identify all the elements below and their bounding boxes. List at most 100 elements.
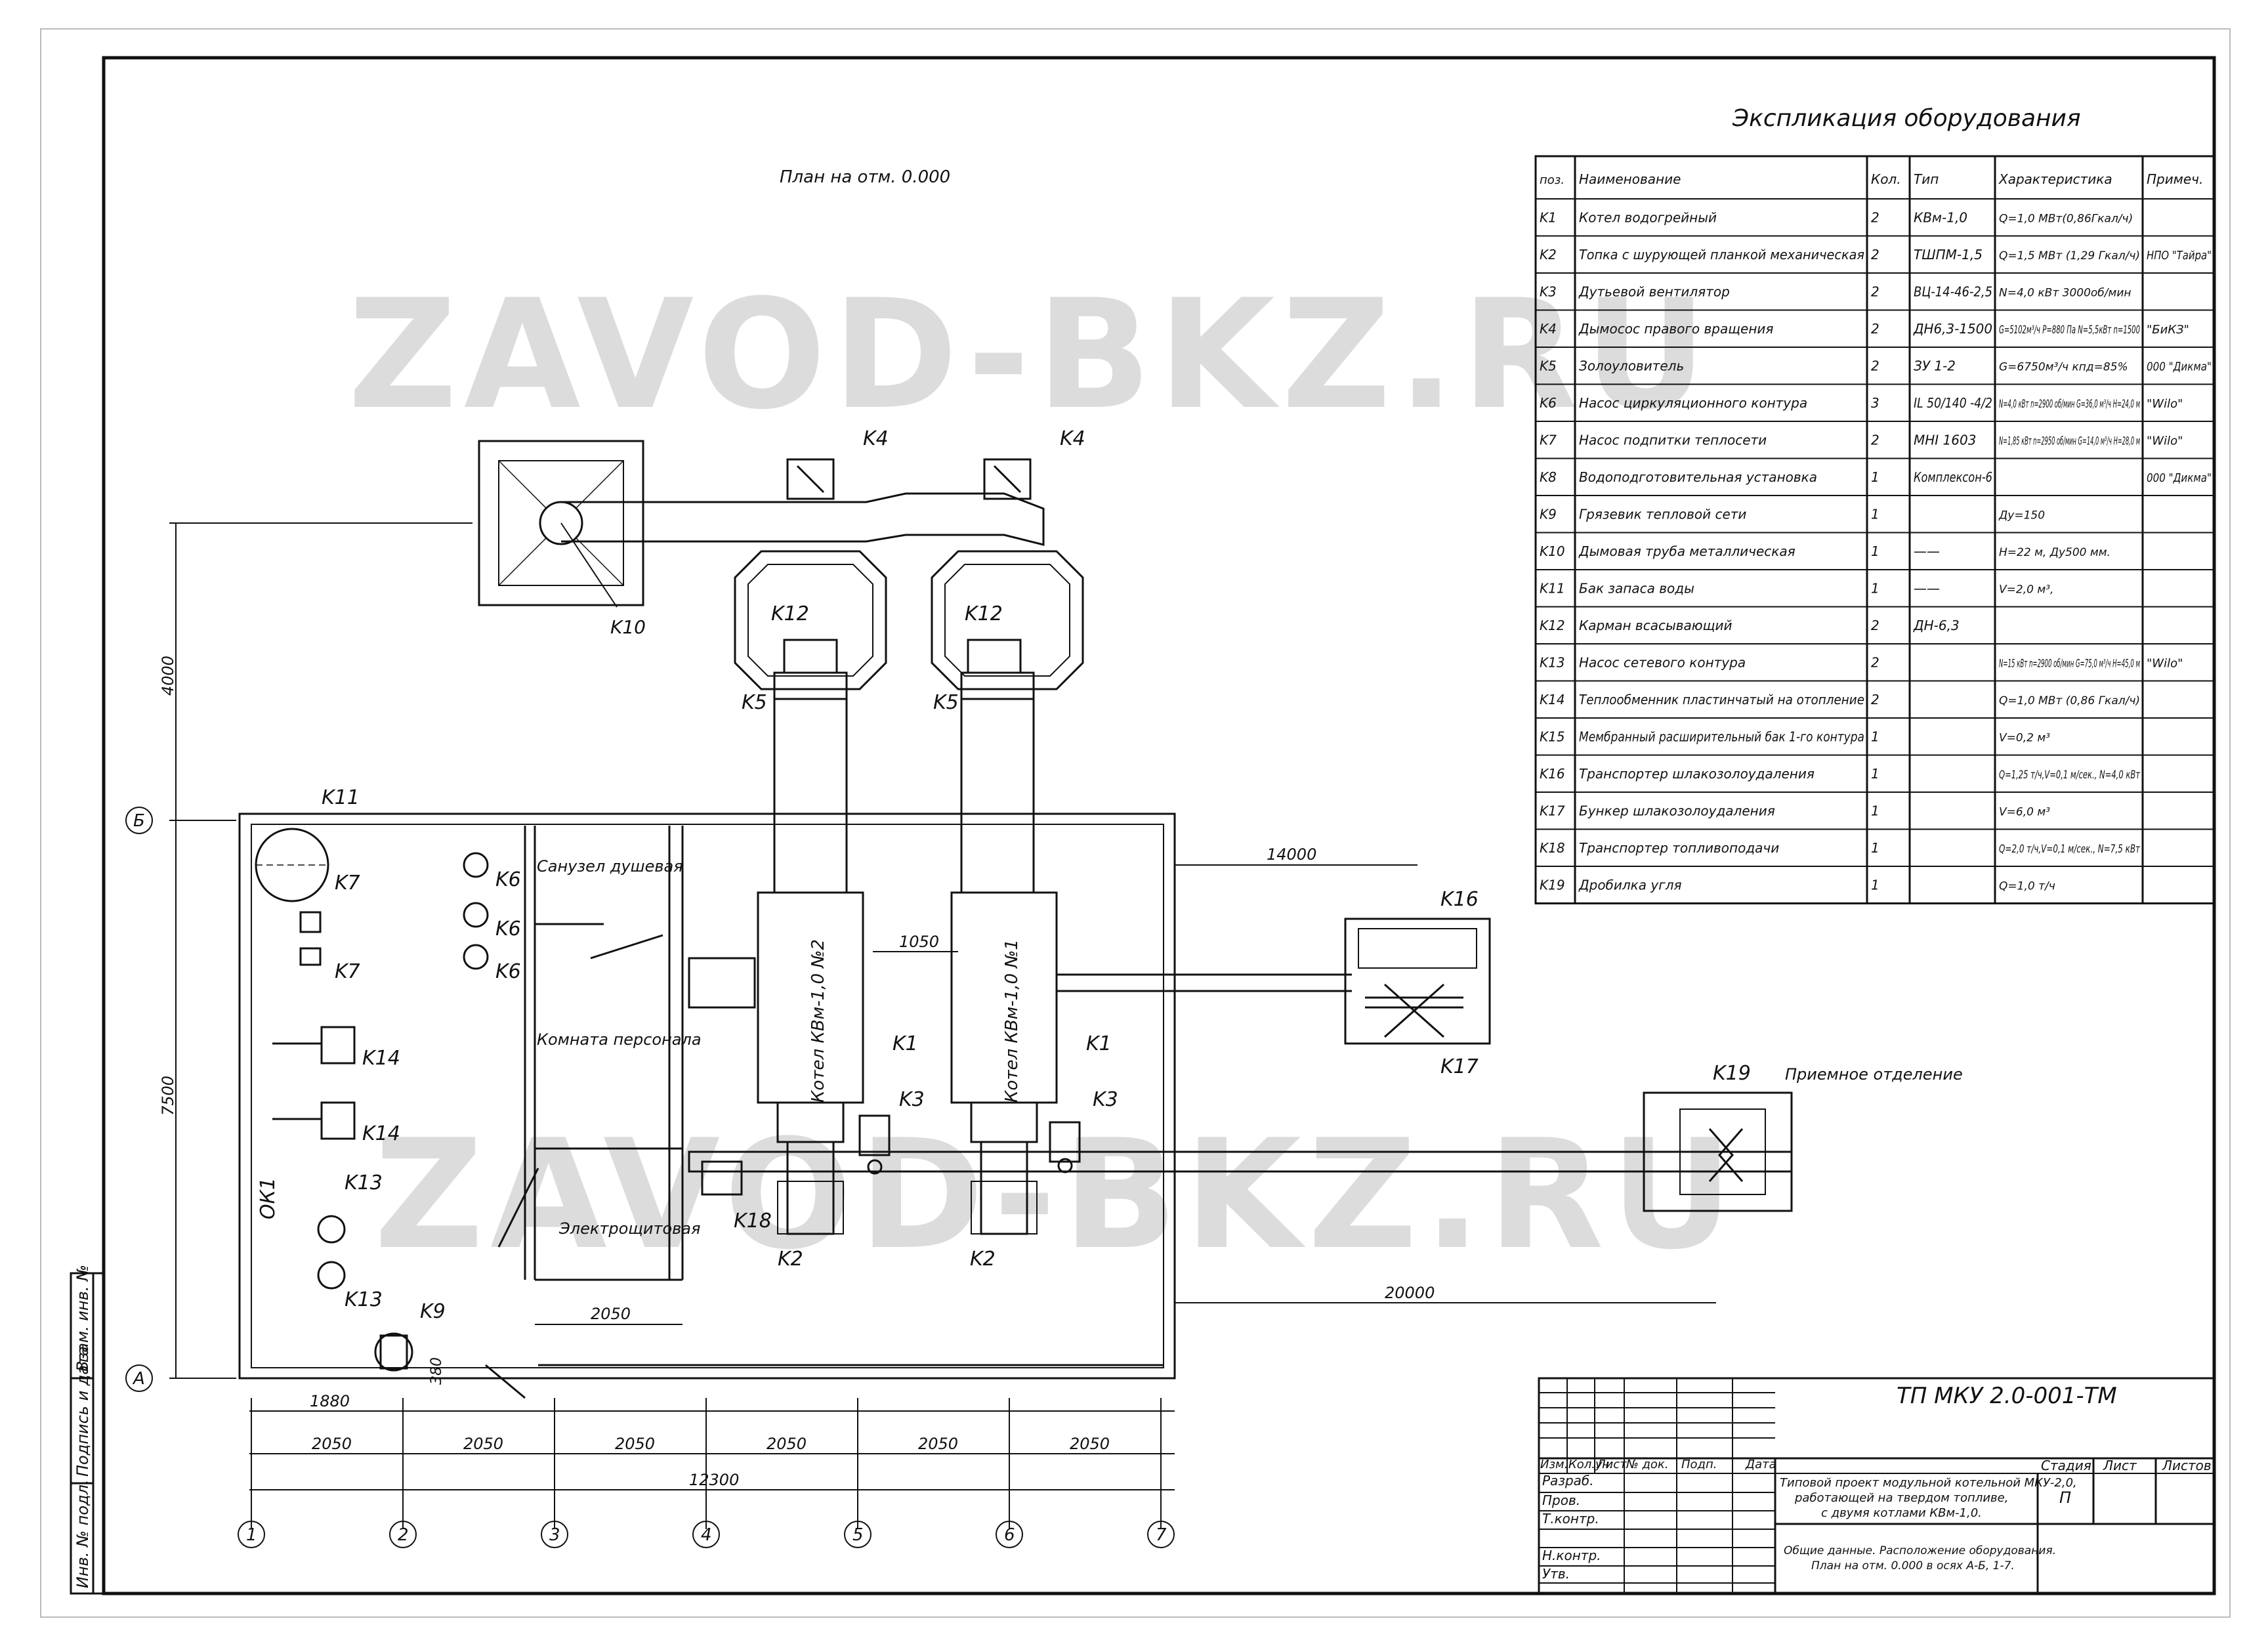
table-cell-r2-c2: 2: [1871, 284, 1880, 299]
svg-text:с двумя котлами КВм-1,0.: с двумя котлами КВм-1,0.: [1821, 1506, 1982, 1520]
table-cell-r16-c1: Бункер шлакозолоудаления: [1579, 803, 1775, 818]
fan-k3-1: [1049, 1121, 1081, 1173]
svg-text:Кол.уч.: Кол.уч.: [1568, 1458, 1613, 1471]
table-cell-r11-c3: ДН-6,3: [1913, 618, 1960, 633]
table-cell-r1-c3: ТШПМ-1,5: [1914, 247, 1983, 263]
table-header-4: Характеристика: [1998, 171, 2112, 187]
stage-value: П: [2059, 1488, 2071, 1507]
dim-2050-4: 2050: [766, 1435, 807, 1453]
dim-2050-1: 2050: [312, 1435, 352, 1453]
table-cell-r7-c2: 1: [1871, 469, 1880, 485]
table-cell-r5-c0: K6: [1540, 395, 1557, 411]
svg-text:№ док.: № док.: [1626, 1458, 1669, 1471]
table-cell-r12-c5: "Wilo": [2147, 656, 2183, 670]
label-k5-a: K5: [742, 691, 767, 714]
table-cell-r5-c1: Насос циркуляционного контура: [1579, 395, 1807, 411]
table-cell-r14-c1: Мембранный расширительный бак 1-го конту…: [1579, 728, 1864, 744]
axis-7: 7: [1156, 1525, 1167, 1545]
pumps-k6: [463, 852, 489, 970]
table-cell-r4-c1: Золоуловитель: [1579, 358, 1684, 373]
table-header-5: Примеч.: [2147, 171, 2203, 187]
table-cell-r18-c0: K19: [1540, 877, 1565, 893]
stamp-podpis: Подпись и дата: [74, 1346, 92, 1477]
svg-text:Пров.: Пров.: [1542, 1492, 1580, 1508]
table-cell-r5-c4: N=4,0 кВт n=2900 об/мин G=36,0 м³/ч H=24…: [1999, 398, 2140, 411]
pumps-k13: [317, 1215, 346, 1290]
title-block-grid: [1539, 1378, 1775, 1593]
label-k7-b: K7: [335, 960, 360, 983]
label-k1-a: K1: [892, 1032, 918, 1055]
table-cell-r15-c1: Транспортер шлакозолоудаления: [1579, 766, 1815, 782]
building-plan: [238, 812, 1176, 1399]
table-cell-r18-c1: Дробилка угля: [1578, 877, 1682, 893]
watermark-bottom: ZAVOD-BKZ.RU: [374, 1108, 1740, 1283]
dim-14000: 14000: [1267, 845, 1316, 864]
table-cell-r7-c3: Комплексон-6: [1914, 469, 1992, 485]
fuel-conveyor: [688, 1091, 1793, 1212]
table-cell-r0-c0: K1: [1540, 209, 1557, 225]
svg-text:Т.контр.: Т.контр.: [1542, 1511, 1599, 1527]
table-cell-r4-c2: 2: [1871, 358, 1880, 373]
label-k12-a: K12: [771, 602, 809, 625]
table-cell-r5-c5: "Wilo": [2147, 397, 2183, 411]
svg-text:Типовой проект модульной котел: Типовой проект модульной котельной МКУ-2…: [1780, 1476, 2077, 1490]
mud-trap-k9: [374, 1332, 413, 1372]
label-k16: K16: [1440, 888, 1479, 911]
svg-text:Лист: Лист: [2103, 1458, 2137, 1473]
table-cell-r4-c4: G=6750м³/ч кпд=85%: [1999, 360, 2128, 373]
table-cell-r16-c0: K17: [1540, 803, 1565, 818]
table-cell-r17-c4: Q=2,0 т/ч,V=0,1 м/сек., N=7,5 кВт: [1999, 843, 2141, 856]
table-cell-r14-c2: 1: [1871, 728, 1880, 744]
stamp-inv-podl: Инв. № подл.: [74, 1479, 92, 1588]
project-description: Типовой проект модульной котельной МКУ-2…: [1780, 1476, 2077, 1572]
stamp-vzam: Взам. инв. №: [74, 1265, 92, 1372]
table-cell-r11-c1: Карман всасывающий: [1579, 618, 1732, 633]
table-cell-r9-c2: 1: [1871, 543, 1880, 559]
dim-380: 380: [429, 1357, 445, 1385]
table-cell-r3-c3: ДН6,3-1500: [1913, 321, 1992, 337]
table-cell-r13-c1: Теплообменник пластинчатый на отопление: [1579, 692, 1864, 707]
table-cell-r2-c4: N=4,0 кВт 3000об/мин: [1999, 286, 2132, 299]
label-k19: K19: [1713, 1062, 1751, 1085]
table-cell-r1-c2: 2: [1871, 247, 1880, 263]
room-personal: Комната персонала: [537, 1030, 702, 1049]
label-k9: K9: [420, 1300, 446, 1323]
axis-2: 2: [398, 1525, 409, 1545]
table-cell-r4-c3: ЗУ 1-2: [1914, 358, 1956, 373]
table-cell-r1-c5: НПО "Тайра": [2147, 249, 2212, 263]
table-cell-r17-c0: K18: [1540, 840, 1565, 856]
table-cell-r7-c1: Водоподготовительная установка: [1579, 469, 1817, 485]
boiler-column-1: [931, 458, 1084, 1235]
table-cell-r6-c0: K7: [1540, 432, 1557, 448]
title-block-roles: Разраб. Пров. Т.контр. Н.контр. Утв.: [1542, 1473, 1601, 1582]
svg-text:План на отм. 0.000 в осях А-Б,: План на отм. 0.000 в осях А-Б, 1-7.: [1811, 1559, 2015, 1572]
label-ok1: ОК1: [257, 1177, 280, 1219]
table-cell-r10-c0: K11: [1540, 580, 1565, 596]
table-cell-r15-c4: Q=1,25 т/ч,V=0,1 м/сек., N=4,0 кВт: [1999, 769, 2141, 782]
dim-7500: 7500: [159, 1076, 177, 1116]
table-cell-r5-c3: IL 50/140 -4/2: [1914, 395, 1992, 411]
label-k13-a: K13: [345, 1171, 383, 1194]
table-cell-r4-c5: 000 "Дикма": [2147, 360, 2212, 373]
label-k6-b: K6: [495, 918, 521, 940]
svg-text:Лист: Лист: [1596, 1458, 1627, 1471]
table-cell-r5-c2: 3: [1871, 395, 1880, 411]
dim-12300: 12300: [689, 1471, 739, 1489]
axis-1: 1: [246, 1525, 257, 1545]
table-cell-r17-c1: Транспортер топливоподачи: [1579, 840, 1779, 856]
room-priemnoe: Приемное отделение: [1785, 1065, 1963, 1084]
label-k3-a: K3: [899, 1088, 925, 1111]
room-sanuzel: Санузел душевая: [537, 857, 683, 876]
table-cell-r12-c1: Насос сетевого контура: [1579, 654, 1746, 670]
side-stamp: Инв. № подл. Подпись и дата Взам. инв. №: [70, 1265, 105, 1595]
table-cell-r8-c4: Ду=150: [1998, 509, 2045, 522]
table-cell-r2-c0: K3: [1540, 284, 1557, 299]
pump-k7: [299, 911, 322, 966]
table-cell-r13-c2: 2: [1871, 692, 1880, 707]
svg-text:Общие данные. Расположение обо: Общие данные. Расположение оборудования.: [1784, 1544, 2056, 1557]
label-k5-b: K5: [933, 691, 959, 714]
table-header-2: Кол.: [1871, 171, 1901, 187]
table-cell-r8-c1: Грязевик тепловой сети: [1579, 506, 1746, 522]
svg-text:Утв.: Утв.: [1542, 1566, 1570, 1582]
table-cell-r18-c2: 1: [1871, 877, 1880, 893]
